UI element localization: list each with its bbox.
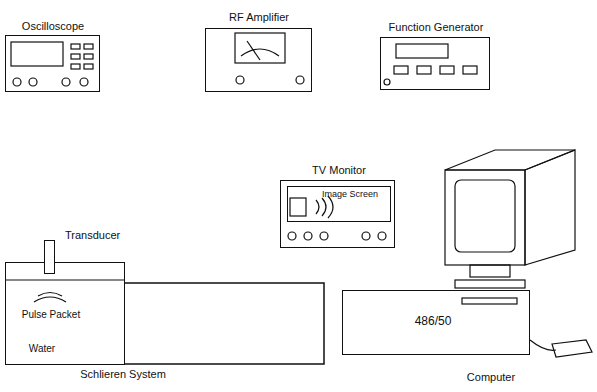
scope-button [84,44,93,49]
water-surface [6,279,124,280]
pulse-wave [38,293,62,297]
schlieren-system: Schlieren SystemPulse PacketWater [5,262,325,365]
generator-button [440,66,454,74]
scope-screen [11,42,63,66]
tv-knob [304,232,312,240]
generator-button [463,66,477,74]
device-label: Transducer [65,229,120,242]
scope-button [84,64,93,69]
tv-monitor-box: TV MonitorImage Screen [280,180,395,248]
device-label: Oscilloscope [22,20,84,33]
device-details [6,33,592,357]
wave-arc [316,200,319,214]
monitor-top [445,150,575,170]
device-label: Schlieren System [80,368,166,381]
scope-button [71,44,80,49]
device-label: 486/50 [415,315,452,329]
generator-display [396,44,448,58]
device-label: Function Generator [389,21,484,34]
scope-button [71,54,80,59]
generator-button [417,66,431,74]
wave-arc [328,196,333,218]
generator-jack [384,79,390,85]
meter-needle [247,41,260,60]
wave-arc [322,198,326,216]
screen-image [290,198,306,216]
scope-knob [80,78,88,86]
amplifier-box: RF Amplifier [205,28,312,92]
monitor-base [455,280,525,288]
monitor-side [525,150,575,265]
pulse-wave [34,297,66,302]
oscilloscope-box: Oscilloscope [5,35,100,92]
computer-case: Computer486/50 [342,290,530,355]
water-tank: Pulse PacketWater [5,262,125,365]
scope-knob [13,78,21,86]
device-label: RF Amplifier [229,11,289,24]
transducer: Transducer [44,240,55,274]
meter-scale [241,49,279,56]
device-label: Computer [467,371,515,384]
tv-knob [288,232,296,240]
monitor-screen [455,180,515,252]
device-label: Pulse Packet [22,309,80,321]
drive-slot [462,298,517,304]
scope-knob [29,78,37,86]
scope-button [71,64,80,69]
device-label: Image Screen [322,189,378,199]
keyboard [552,340,592,357]
amp-knob [236,76,244,84]
amp-jack [296,76,304,84]
image-screen: Image Screen [287,186,391,222]
system-outline-path [125,283,324,364]
device-label: TV Monitor [312,164,366,177]
tv-knob [362,232,370,240]
generator-box: Function Generator [380,37,490,90]
tv-knob [378,232,386,240]
scope-button [84,54,93,59]
tv-knob [320,232,328,240]
meter-face [235,33,285,63]
device-label: Water [29,343,55,355]
monitor-stand [470,265,510,277]
generator-button [394,66,408,74]
scope-knob [62,78,70,86]
monitor-bezel [445,170,525,265]
